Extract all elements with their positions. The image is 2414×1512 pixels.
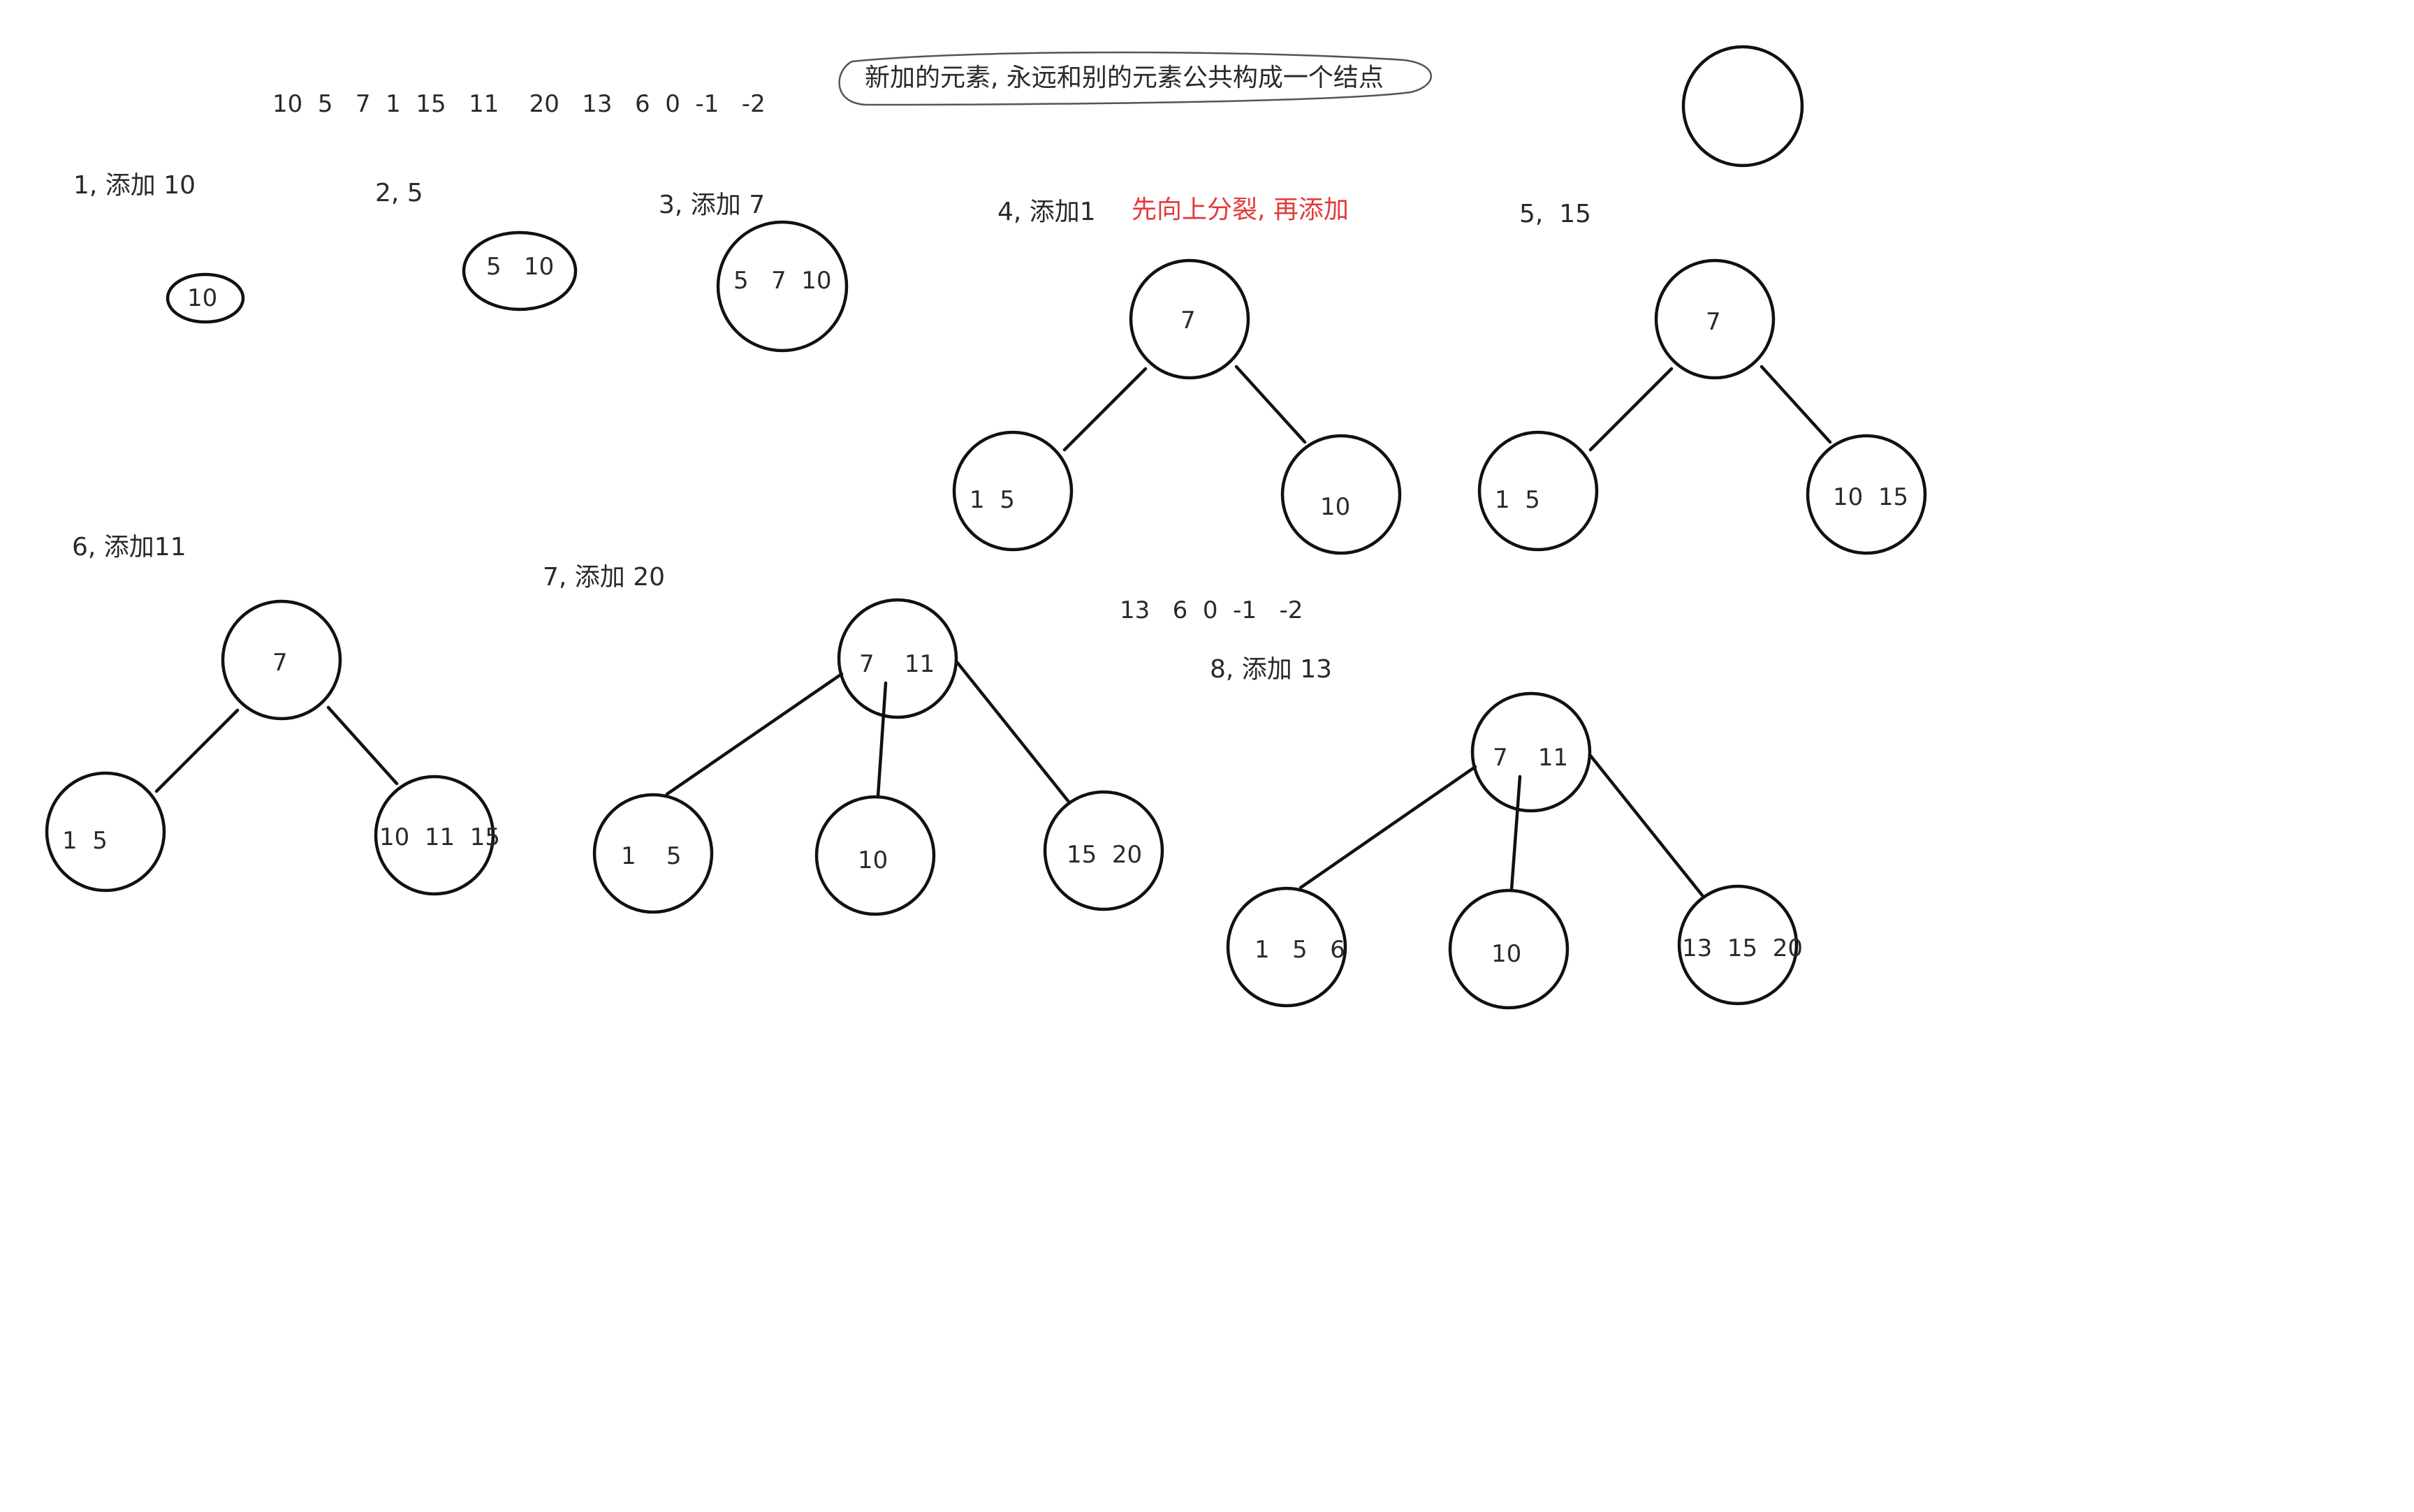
insert-sequence: 10 5 7 1 15 11 20 13 6 0 -1 -2	[272, 90, 766, 118]
step-8-left-node	[1226, 886, 1347, 1008]
step-6-right-node	[374, 775, 495, 896]
step-7-label: 7, 添加 20	[543, 563, 665, 592]
step-7-edge-left	[665, 672, 844, 796]
step-8-edge-right	[1588, 754, 1704, 897]
step-7-right-node	[1043, 790, 1164, 911]
step-8-edge-middle	[1509, 775, 1522, 892]
step-5-edge-left	[1588, 367, 1674, 452]
step-4-left-keys: 1 5	[970, 486, 1015, 514]
step-2-label: 2, 5	[375, 179, 423, 207]
step-6-edge-right	[326, 705, 399, 786]
step-4-edge-right	[1234, 365, 1307, 444]
step-6-root	[221, 599, 342, 721]
step-3-node-keys: 5 7 10	[733, 267, 832, 295]
step-7-right-keys: 15 20	[1067, 841, 1142, 869]
step-8-right-node	[1677, 884, 1799, 1006]
step-6-left-keys: 1 5	[62, 827, 108, 855]
step-4-root	[1129, 258, 1250, 380]
step-7-edge-right	[955, 660, 1071, 804]
step-6-left-node	[45, 771, 166, 893]
step-1-node-keys: 10	[187, 284, 217, 312]
step-8-left-keys: 1 5 6	[1254, 936, 1345, 964]
step-8-middle-keys: 10	[1491, 940, 1521, 968]
step-4-label: 4, 添加1	[997, 198, 1096, 226]
step-2-node	[462, 230, 578, 311]
step-8-root-keys: 7 11	[1493, 744, 1568, 772]
step-7-left-keys: 1 5	[621, 842, 682, 870]
step-1-label: 1, 添加 10	[73, 171, 196, 200]
step-6-root-keys: 7	[272, 649, 288, 677]
step-7-left-node	[592, 793, 714, 914]
step-7-middle-keys: 10	[858, 846, 888, 874]
empty-node	[1681, 45, 1804, 168]
step-5-root-keys: 7	[1706, 308, 1721, 336]
cloud-note: 新加的元素, 永远和别的元素公共构成一个结点	[865, 64, 1384, 92]
step-5-right-node	[1806, 434, 1927, 555]
step-6-label: 6, 添加11	[72, 533, 186, 562]
step-3-label: 3, 添加 7	[659, 191, 765, 219]
step-5-label: 5, 15	[1519, 200, 1591, 228]
step-8-label: 8, 添加 13	[1210, 655, 1332, 684]
step-4-right-node	[1280, 434, 1402, 555]
step-5-root	[1654, 258, 1776, 380]
step-8-root	[1470, 691, 1592, 813]
step-4-left-node	[952, 430, 1074, 552]
step-7-edge-middle	[876, 681, 888, 798]
step-5-edge-right	[1760, 365, 1832, 444]
step-1-node	[166, 272, 245, 324]
step-8-edge-left	[1299, 765, 1477, 890]
remaining-sequence: 13 6 0 -1 -2	[1120, 596, 1303, 624]
step-6-edge-left	[154, 708, 240, 793]
step-8-right-keys: 13 15 20	[1682, 934, 1803, 962]
step-7-middle-node	[814, 795, 936, 916]
step-8-middle-node	[1448, 888, 1570, 1010]
step-5-right-keys: 10 15	[1833, 483, 1908, 511]
step-5-left-node	[1477, 430, 1599, 552]
step-4-right-keys: 10	[1320, 493, 1350, 521]
step-6-right-keys: 10 11 15	[379, 823, 500, 851]
step-7-root-keys: 7 11	[859, 650, 935, 678]
step-4-edge-left	[1062, 367, 1148, 452]
cloud-shape	[838, 51, 1432, 106]
split-note: 先向上分裂, 再添加	[1132, 196, 1349, 224]
step-2-node-keys: 5 10	[486, 253, 554, 281]
step-4-root-keys: 7	[1180, 307, 1196, 335]
step-5-left-keys: 1 5	[1495, 486, 1540, 514]
step-3-node	[716, 220, 849, 353]
step-7-root	[837, 598, 958, 719]
